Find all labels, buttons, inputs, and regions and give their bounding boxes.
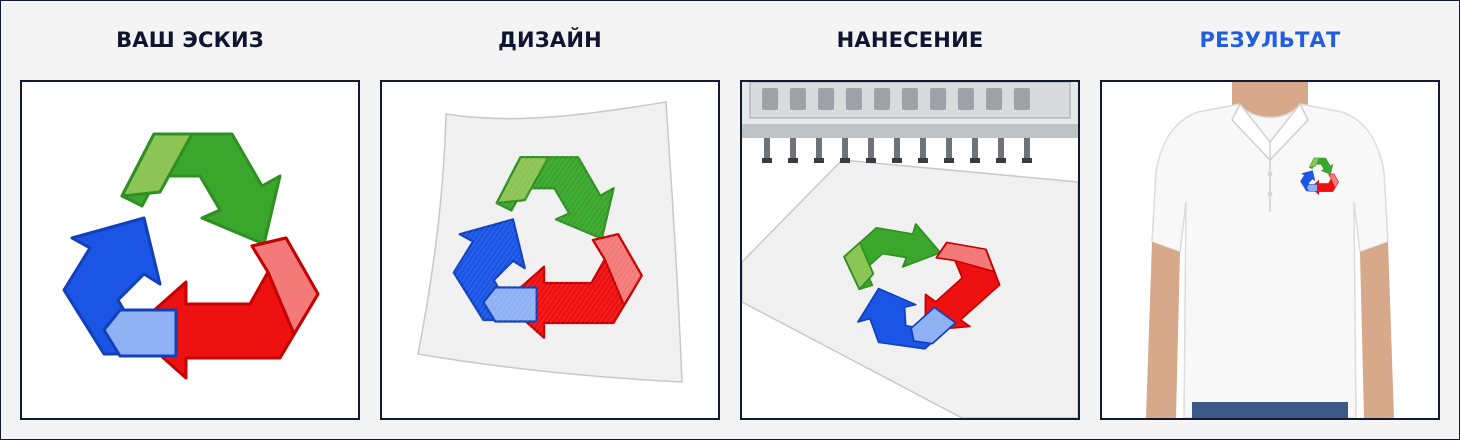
step-sketch: ВАШ ЭСКИЗ xyxy=(20,0,360,440)
step-title-result: РЕЗУЛЬТАТ xyxy=(1199,28,1341,52)
step-title-sketch: ВАШ ЭСКИЗ xyxy=(116,28,264,52)
panel-sketch xyxy=(20,80,360,420)
panel-result xyxy=(1100,80,1440,420)
recycle-logo-on-fabric-icon xyxy=(417,101,683,383)
step-result: РЕЗУЛЬТАТ xyxy=(1100,0,1440,440)
step-title-design: ДИЗАЙН xyxy=(498,28,602,52)
recycle-logo-icon xyxy=(62,132,320,380)
step-design: ДИЗАЙН xyxy=(380,0,720,440)
embroidery-machine-icon xyxy=(742,82,1078,418)
panel-design xyxy=(380,80,720,420)
step-application: НАНЕСЕНИЕ xyxy=(740,0,1080,440)
polo-shirt-with-logo-icon xyxy=(1146,82,1394,418)
panel-application xyxy=(740,80,1080,420)
step-title-application: НАНЕСЕНИЕ xyxy=(836,28,984,52)
